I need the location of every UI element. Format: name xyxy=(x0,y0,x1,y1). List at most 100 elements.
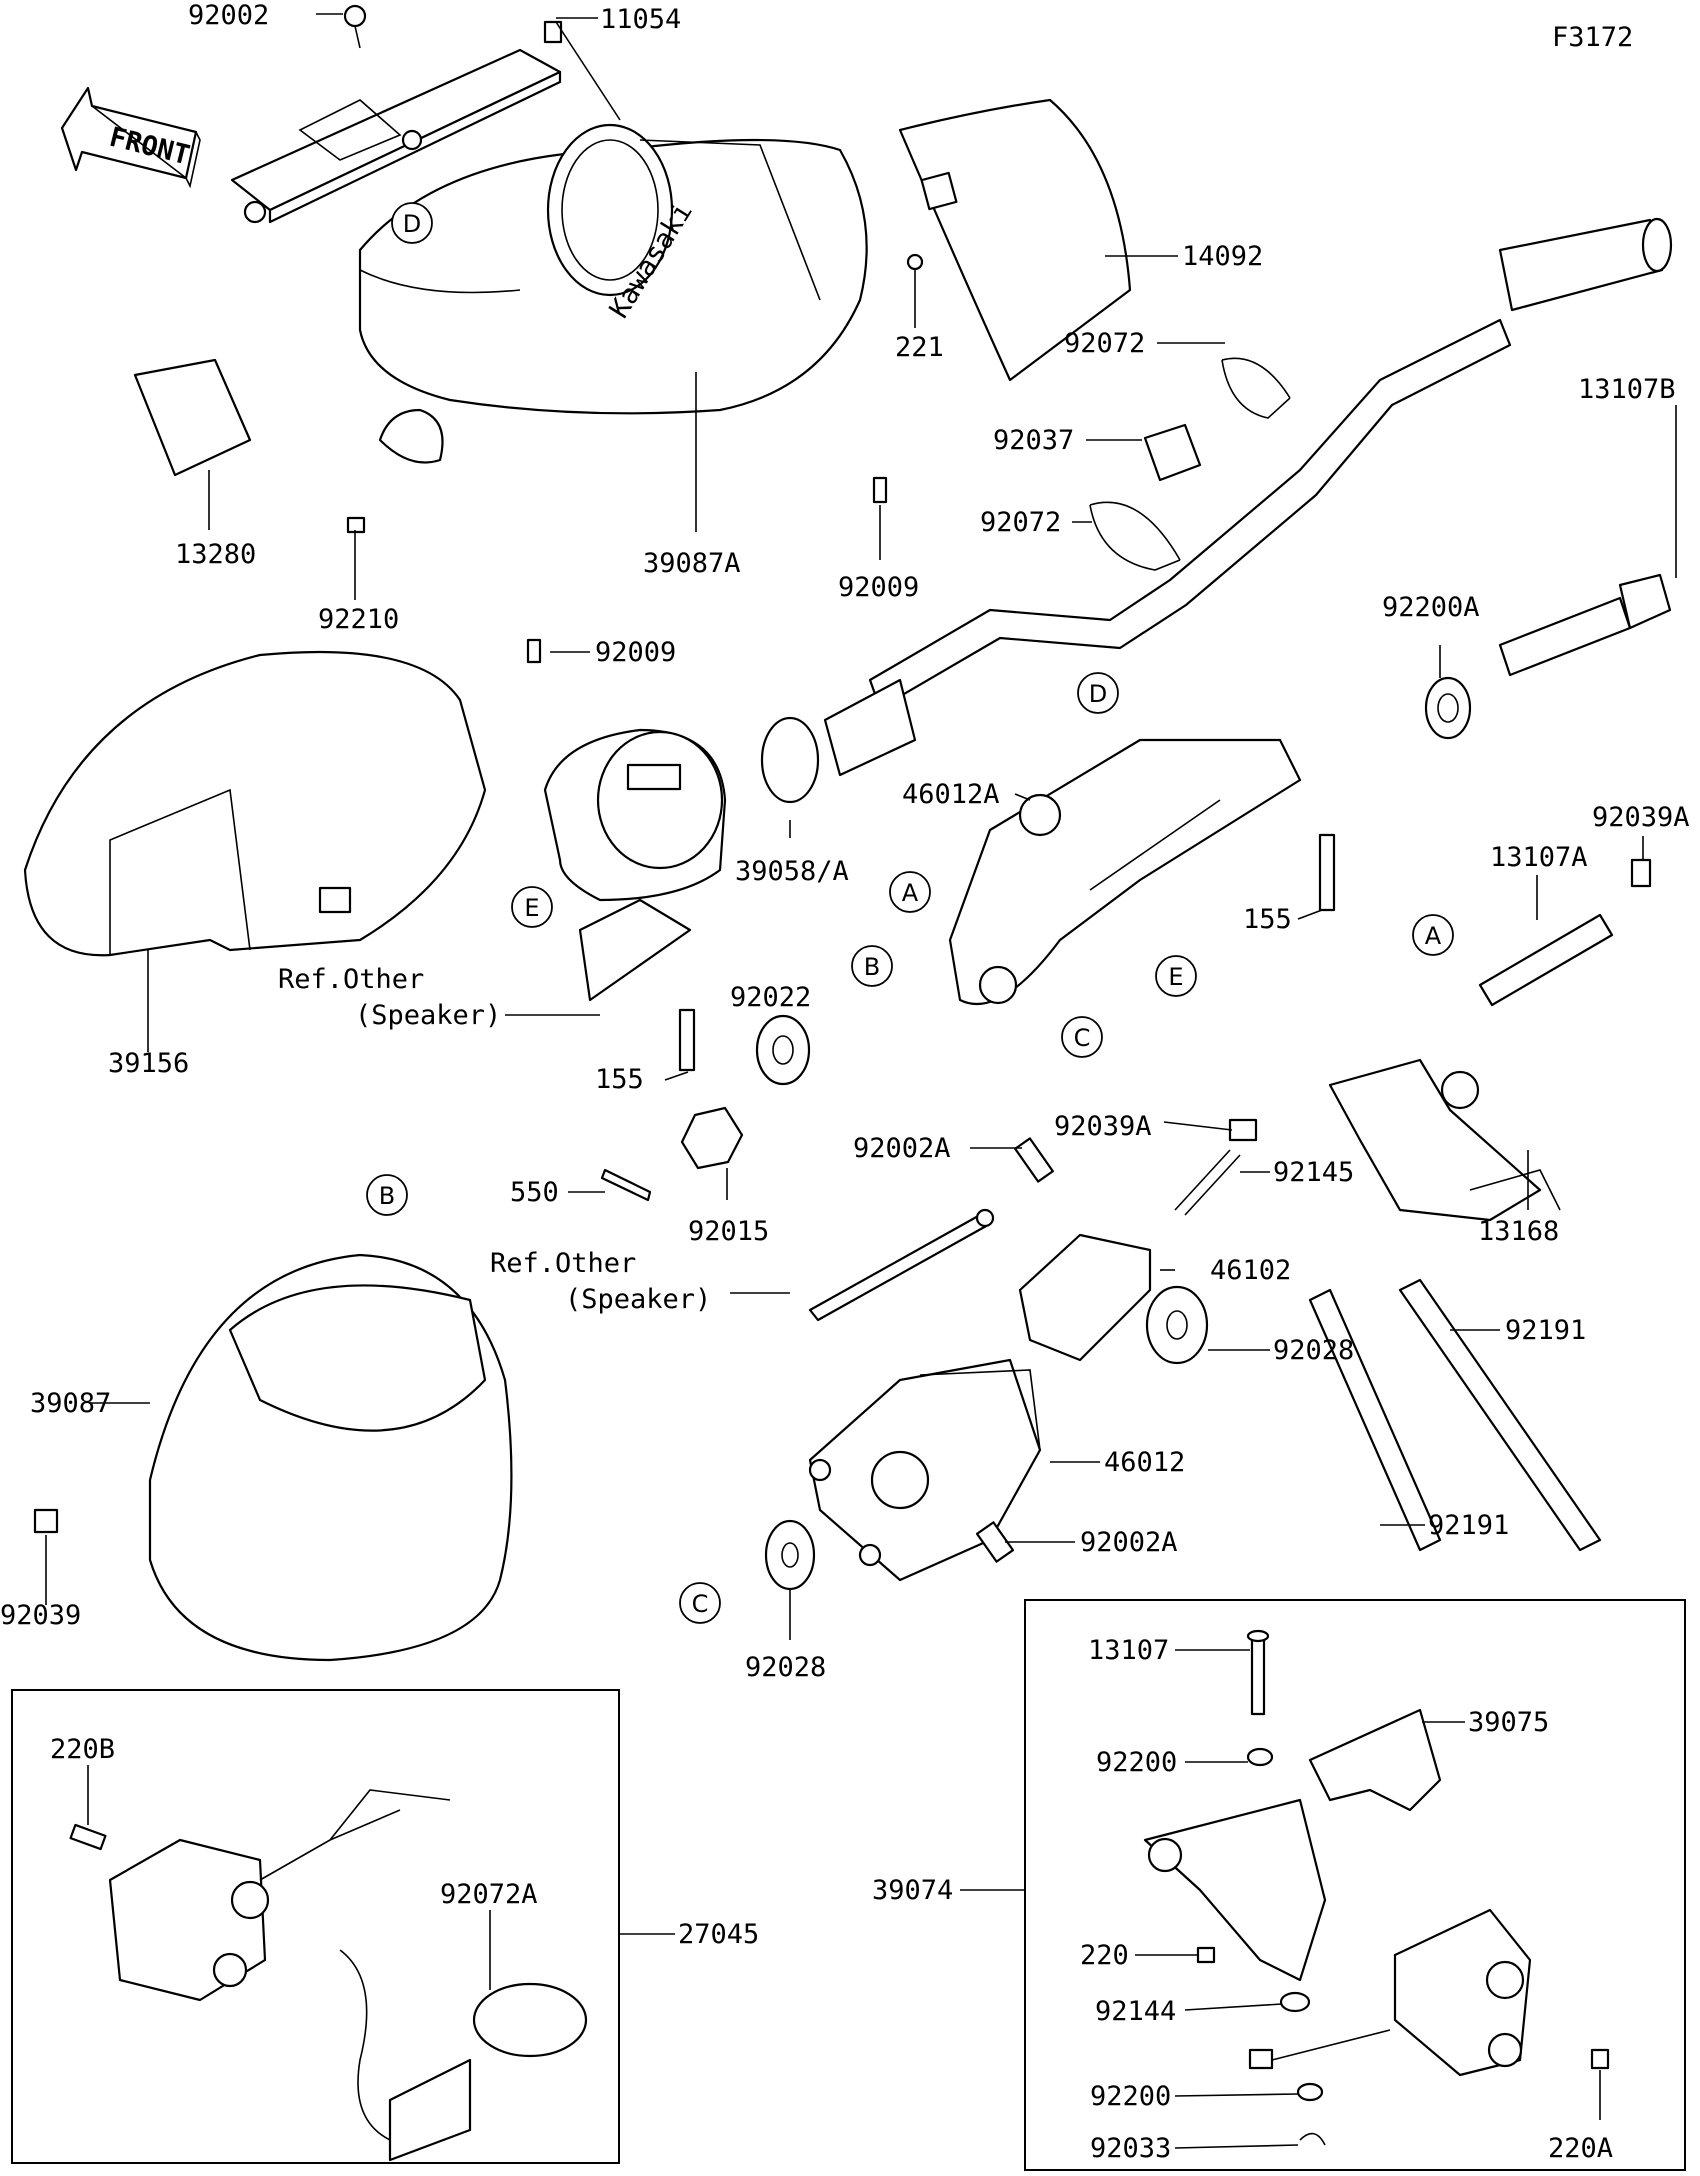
part-label: 92191 xyxy=(1428,1510,1509,1541)
screw-220a xyxy=(1590,2048,1610,2070)
ref-marker-e-left: E xyxy=(511,886,553,928)
reference-markers: D D A B E E C A B C xyxy=(366,202,1454,1624)
part-label: (Speaker) xyxy=(565,1284,711,1315)
screw-92009-right xyxy=(872,476,888,504)
part-label: 550 xyxy=(510,1177,559,1208)
handlebar-cover-39087a: Kawasaki xyxy=(358,123,868,464)
part-label: 92009 xyxy=(595,637,676,668)
screw-92002 xyxy=(343,4,367,49)
part-label: 92015 xyxy=(688,1216,769,1247)
part-label: (Speaker) xyxy=(355,1000,501,1031)
part-label: 11054 xyxy=(600,4,681,35)
part-label: 92072 xyxy=(980,507,1061,538)
ref-marker-a-left: A xyxy=(889,871,931,913)
part-label: 27045 xyxy=(678,1919,759,1950)
part-label: 92002 xyxy=(188,0,269,31)
handlebar-cover-39087 xyxy=(148,1253,513,1662)
part-label: 92009 xyxy=(838,572,919,603)
svg-text:D: D xyxy=(1089,680,1107,708)
plate-13168 xyxy=(1328,1058,1561,1222)
link-rod xyxy=(808,1208,995,1322)
part-label: 92022 xyxy=(730,982,811,1013)
part-label: 39074 xyxy=(872,1875,953,1906)
part-label: 92191 xyxy=(1505,1315,1586,1346)
clip-92033 xyxy=(1299,2132,1326,2146)
ref-marker-b-lower: B xyxy=(366,1174,408,1216)
part-label: 155 xyxy=(1243,904,1292,935)
part-label: 39087 xyxy=(30,1388,111,1419)
washer-92022 xyxy=(755,1014,811,1086)
switch-body xyxy=(1393,1908,1532,2077)
plate-13280 xyxy=(133,358,252,477)
washer-92200a xyxy=(1424,676,1472,740)
part-label: 92037 xyxy=(993,425,1074,456)
screw-92039 xyxy=(33,1508,59,1534)
part-label: 13168 xyxy=(1478,1216,1559,1247)
strap-92072-lower xyxy=(1089,501,1181,571)
part-label: 92002A xyxy=(853,1133,951,1164)
spring-92145 xyxy=(1174,1149,1241,1216)
part-label: 92200A xyxy=(1382,592,1480,623)
part-label: 92039 xyxy=(0,1600,81,1631)
ref-marker-c-upper: C xyxy=(1061,1016,1103,1058)
part-label: 155 xyxy=(595,1064,644,1095)
svg-text:B: B xyxy=(379,1182,395,1210)
svg-text:D: D xyxy=(403,210,421,238)
screw-92009-lower xyxy=(526,638,542,664)
part-label: 220 xyxy=(1080,1940,1129,1971)
part-label: 92002A xyxy=(1080,1527,1178,1558)
pin-13107 xyxy=(1246,1629,1270,1716)
bracket-39075 xyxy=(1308,1708,1442,1812)
screw-92039a-mid xyxy=(1228,1118,1258,1142)
part-label: 220A xyxy=(1548,2133,1613,2164)
washer-92028-left xyxy=(764,1519,816,1591)
part-label: 92033 xyxy=(1090,2133,1171,2164)
handlebar-clamp-11054 xyxy=(230,20,563,224)
rod-92191-left xyxy=(1308,1288,1442,1552)
part-label: 92028 xyxy=(745,1652,826,1683)
box-39074 xyxy=(1024,1599,1686,2171)
screw-221 xyxy=(906,253,924,271)
part-label: 92200 xyxy=(1096,1747,1177,1778)
svg-text:E: E xyxy=(524,894,539,922)
svg-text:C: C xyxy=(692,1590,709,1618)
part-label: 46012A xyxy=(902,779,1000,810)
ref-marker-a-right: A xyxy=(1412,914,1454,956)
part-label: 92072A xyxy=(440,1879,538,1910)
clip-92072a xyxy=(339,1949,588,2162)
part-label: Ref.Other xyxy=(490,1248,636,1279)
screw-220 xyxy=(1196,1946,1216,1964)
ref-marker-c-lower: C xyxy=(679,1582,721,1624)
bolt-92002a-lower xyxy=(975,1521,1015,1563)
steering-holder-46012a xyxy=(948,738,1302,1005)
bolt-155-left xyxy=(678,1008,696,1072)
part-label: 92200 xyxy=(1090,2081,1171,2112)
box-27045 xyxy=(11,1689,620,2164)
lever-bracket xyxy=(1143,1798,1327,1982)
svg-text:B: B xyxy=(864,953,880,981)
svg-text:E: E xyxy=(1168,963,1183,991)
bolt-92002a-upper xyxy=(1014,1137,1054,1183)
grip-end-39058-a xyxy=(760,716,820,804)
ref-marker-d-lower: D xyxy=(1077,672,1119,714)
svg-text:C: C xyxy=(1074,1024,1091,1052)
part-label: 46012 xyxy=(1104,1447,1185,1478)
part-label: 39075 xyxy=(1468,1707,1549,1738)
spring-92144 xyxy=(1279,1991,1311,2013)
part-label: 13107B xyxy=(1578,374,1676,405)
speaker-unit xyxy=(543,728,727,1002)
figure-code: F3172 xyxy=(1552,22,1633,53)
part-label: 46102 xyxy=(1210,1255,1291,1286)
ref-marker-e-right: E xyxy=(1155,955,1197,997)
part-label: 92144 xyxy=(1095,1996,1176,2027)
washer-92200-lower xyxy=(1296,2082,1324,2102)
cable-end xyxy=(1248,2029,1391,2070)
screw-220b xyxy=(69,1823,107,1851)
front-arrow-icon: FRONT xyxy=(60,86,201,189)
pipe-13107a xyxy=(1478,913,1614,1007)
part-label: 220B xyxy=(50,1734,115,1765)
strap-92037 xyxy=(1143,423,1202,482)
part-label: 39156 xyxy=(108,1048,189,1079)
